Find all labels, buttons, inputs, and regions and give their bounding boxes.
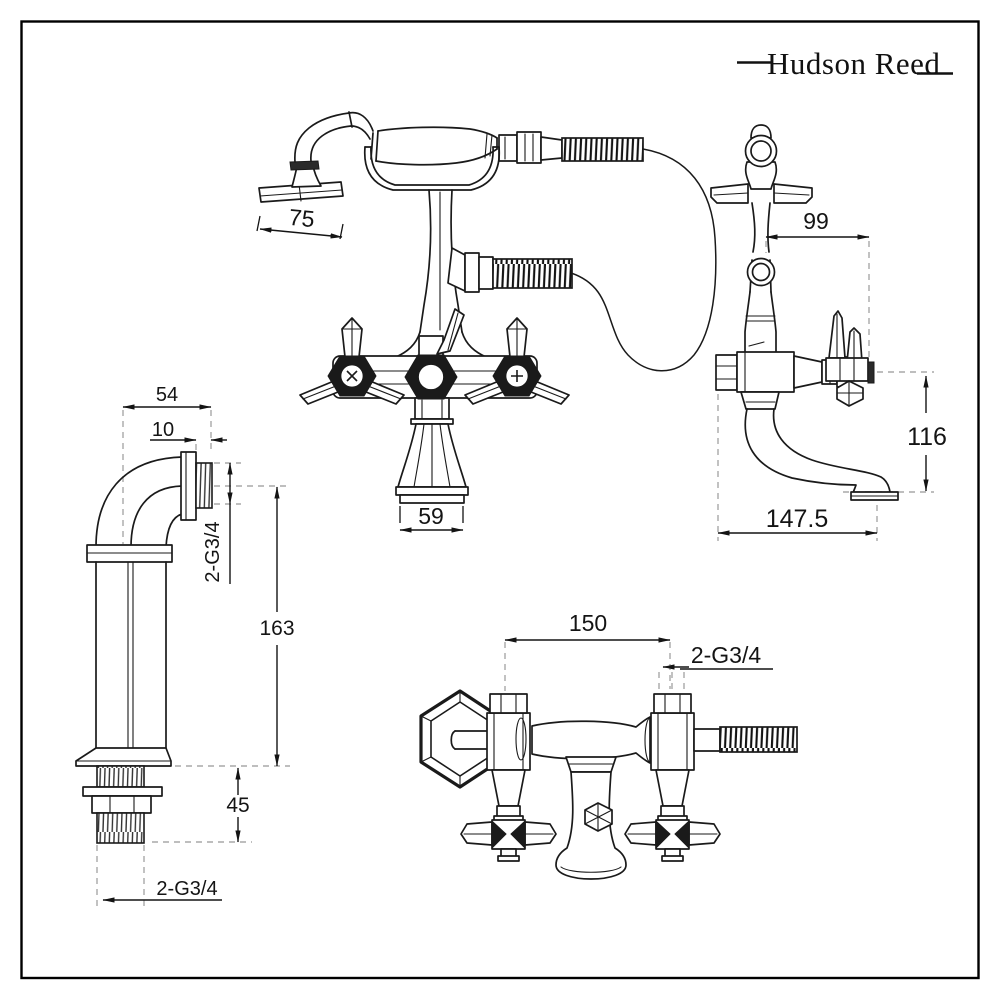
handset-arm <box>294 111 374 163</box>
mixer-base <box>395 397 469 504</box>
side-valve-body <box>715 351 848 393</box>
dim-base-width: 59 <box>399 503 464 533</box>
top-view: 150 2-G3/4 <box>419 610 798 880</box>
svg-text:163: 163 <box>259 617 294 640</box>
dim-tail-length: 45 <box>226 767 250 843</box>
hose-top <box>693 726 798 753</box>
svg-text:147.5: 147.5 <box>766 505 829 533</box>
left-inlet-valve <box>486 693 531 824</box>
dim-inlet-centres: 150 <box>504 610 671 643</box>
handset-cradle <box>363 146 501 191</box>
dim-inlet-thread: 2-G3/4 <box>662 642 773 670</box>
brand-logo: Hudson Reed <box>737 46 953 81</box>
spout-top <box>555 756 627 880</box>
right-inlet-valve <box>650 693 695 824</box>
drawing-border <box>20 20 980 980</box>
side-spout <box>740 391 899 501</box>
svg-text:10: 10 <box>152 419 174 441</box>
diverter-assembly <box>404 308 465 400</box>
right-handle-top <box>624 819 721 862</box>
hot-tap-handle <box>299 317 405 405</box>
hot-indicator-mark <box>346 370 358 382</box>
side-column <box>744 202 777 357</box>
svg-text:150: 150 <box>569 610 607 636</box>
front-view: 75 59 <box>256 111 717 533</box>
side-tap-handle <box>825 310 875 407</box>
hose-outlet-branch <box>447 247 573 293</box>
dim-tail-thread: 2-G3/4 <box>102 878 222 903</box>
dim-handset-width: 75 <box>256 204 344 240</box>
brand-logo-text: Hudson Reed <box>767 46 940 81</box>
svg-text:2-G3/4: 2-G3/4 <box>202 521 224 582</box>
dim-elbow-offset: 54 <box>122 384 212 410</box>
dim-spout-height: 116 <box>907 375 947 492</box>
svg-text:75: 75 <box>288 204 316 232</box>
leg-base <box>75 747 172 844</box>
svg-text:116: 116 <box>907 423 947 451</box>
leg-side-thread <box>195 462 213 509</box>
svg-text:2-G3/4: 2-G3/4 <box>691 642 762 668</box>
shower-hose-ribbed-lower <box>492 258 573 289</box>
cold-tap-handle <box>464 317 570 405</box>
dim-leg-height: 163 <box>259 486 295 767</box>
svg-text:99: 99 <box>803 208 829 234</box>
centre-body-top <box>531 716 651 764</box>
shower-hose-ribbed-upper <box>561 137 644 162</box>
leg-tail-thread <box>96 812 145 844</box>
leg-elbow <box>95 451 213 548</box>
top-dashes <box>504 642 685 694</box>
leg-pipe <box>86 544 173 749</box>
cradle-side <box>710 124 813 204</box>
leg-view: 54 10 2-G3/4 163 45 2-G3/4 <box>75 384 295 906</box>
handset-head <box>258 160 344 203</box>
svg-text:54: 54 <box>156 384 178 406</box>
handset-hose-connector <box>498 131 644 164</box>
side-view: 99 116 147.5 <box>710 124 947 541</box>
cold-indicator-mark <box>511 370 523 382</box>
dim-side-thread: 2-G3/4 <box>202 462 233 584</box>
dim-thread-length: 10 <box>150 419 227 443</box>
svg-text:2-G3/4: 2-G3/4 <box>156 878 217 900</box>
svg-text:59: 59 <box>418 503 444 529</box>
dim-cradle-depth: 99 <box>765 208 870 240</box>
dim-overall-depth: 147.5 <box>717 505 878 536</box>
shower-hose-loop <box>570 148 717 372</box>
left-handle-top <box>460 819 557 862</box>
svg-text:45: 45 <box>226 794 249 817</box>
handset-grip <box>370 126 498 166</box>
